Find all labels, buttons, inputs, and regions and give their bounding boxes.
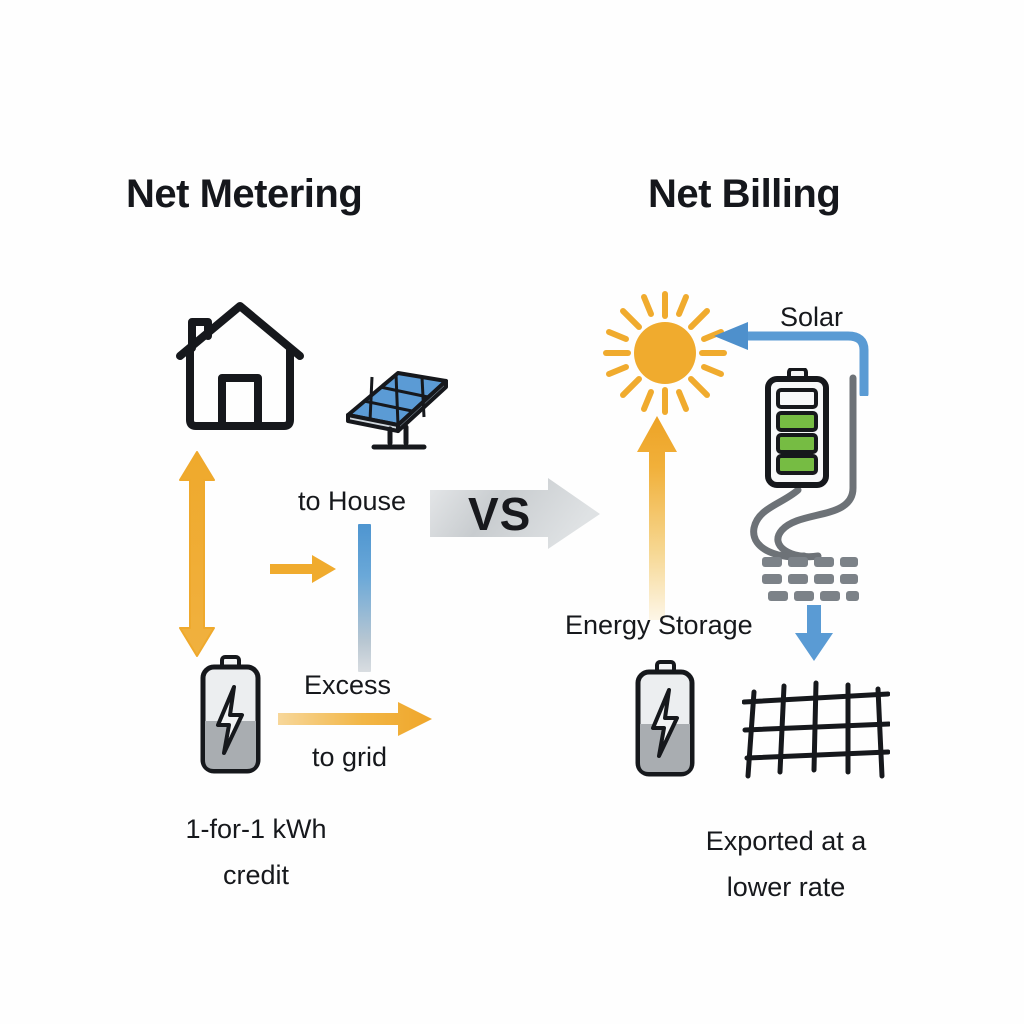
battery-icon-right (635, 660, 695, 777)
arrow-right-icon (270, 555, 336, 583)
green-battery-icon (765, 368, 829, 488)
cable-icon (750, 374, 857, 561)
label-energy-storage: Energy Storage (565, 610, 753, 640)
vs-label: VS (468, 488, 532, 540)
inverter-icon (762, 557, 859, 601)
arrow-up-icon (637, 416, 677, 620)
arrow-to-grid-icon (278, 702, 432, 736)
label-to-grid: to grid (312, 742, 388, 772)
house-icon (176, 302, 304, 430)
page-title-net-metering: Net Metering (126, 172, 363, 216)
label-solar: Solar (780, 302, 844, 332)
arrow-down-icon (795, 605, 833, 661)
arrow-left-icon (714, 322, 869, 396)
page-title-net-billing: Net Billing (648, 172, 841, 216)
sun-icon (603, 291, 727, 415)
caption-net-metering: 1-for-1 kWh credit (185, 814, 327, 890)
vs-divider-arrow (430, 478, 600, 549)
label-excess: Excess (304, 670, 392, 700)
power-grid-icon (742, 680, 890, 779)
solar-panel-icon (346, 371, 448, 450)
label-to-house: to House (298, 486, 407, 516)
battery-icon-left (200, 655, 261, 774)
to-house-bar-icon (358, 524, 371, 672)
bidirectional-arrow-icon (179, 451, 215, 657)
caption-net-billing: Exported at a lower rate (705, 826, 867, 902)
